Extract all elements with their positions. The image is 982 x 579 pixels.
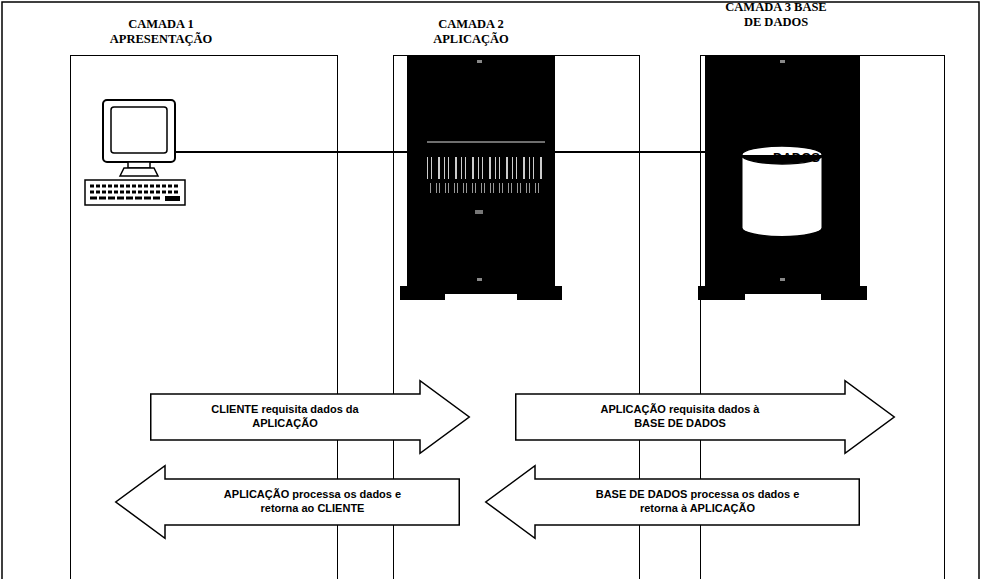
computer-icon <box>85 100 185 205</box>
database-label: BASE DE DADOS <box>773 90 823 167</box>
tier-heading: CAMADA 1 APRESENTAÇÃO <box>95 17 227 48</box>
block-arrow: APLICAÇÃO requisita dados à BASE DE DADO… <box>515 380 895 454</box>
arrow-label: APLICAÇÃO processa os dados e retorna ao… <box>210 488 415 516</box>
database-cylinder: BASE DE DADOS <box>741 146 823 237</box>
arrow-label: BASE DE DADOS processa os dados e retorn… <box>580 488 815 516</box>
block-arrow: CLIENTE requisita dados da APLICAÇÃO <box>150 380 470 454</box>
tier-heading: CAMADA 2 APLICAÇÃO <box>421 17 521 48</box>
server-tower <box>698 55 867 301</box>
block-arrow: BASE DE DADOS processa os dados e retorn… <box>485 465 860 539</box>
arrow-label: APLICAÇÃO requisita dados à BASE DE DADO… <box>598 403 763 431</box>
tier-heading: CAMADA 3 BASE DE DADOS <box>721 0 831 31</box>
block-arrow: APLICAÇÃO processa os dados e retorna ao… <box>115 465 460 539</box>
arrow-label: CLIENTE requisita dados da APLICAÇÃO <box>198 403 373 431</box>
server-tower <box>400 55 562 301</box>
